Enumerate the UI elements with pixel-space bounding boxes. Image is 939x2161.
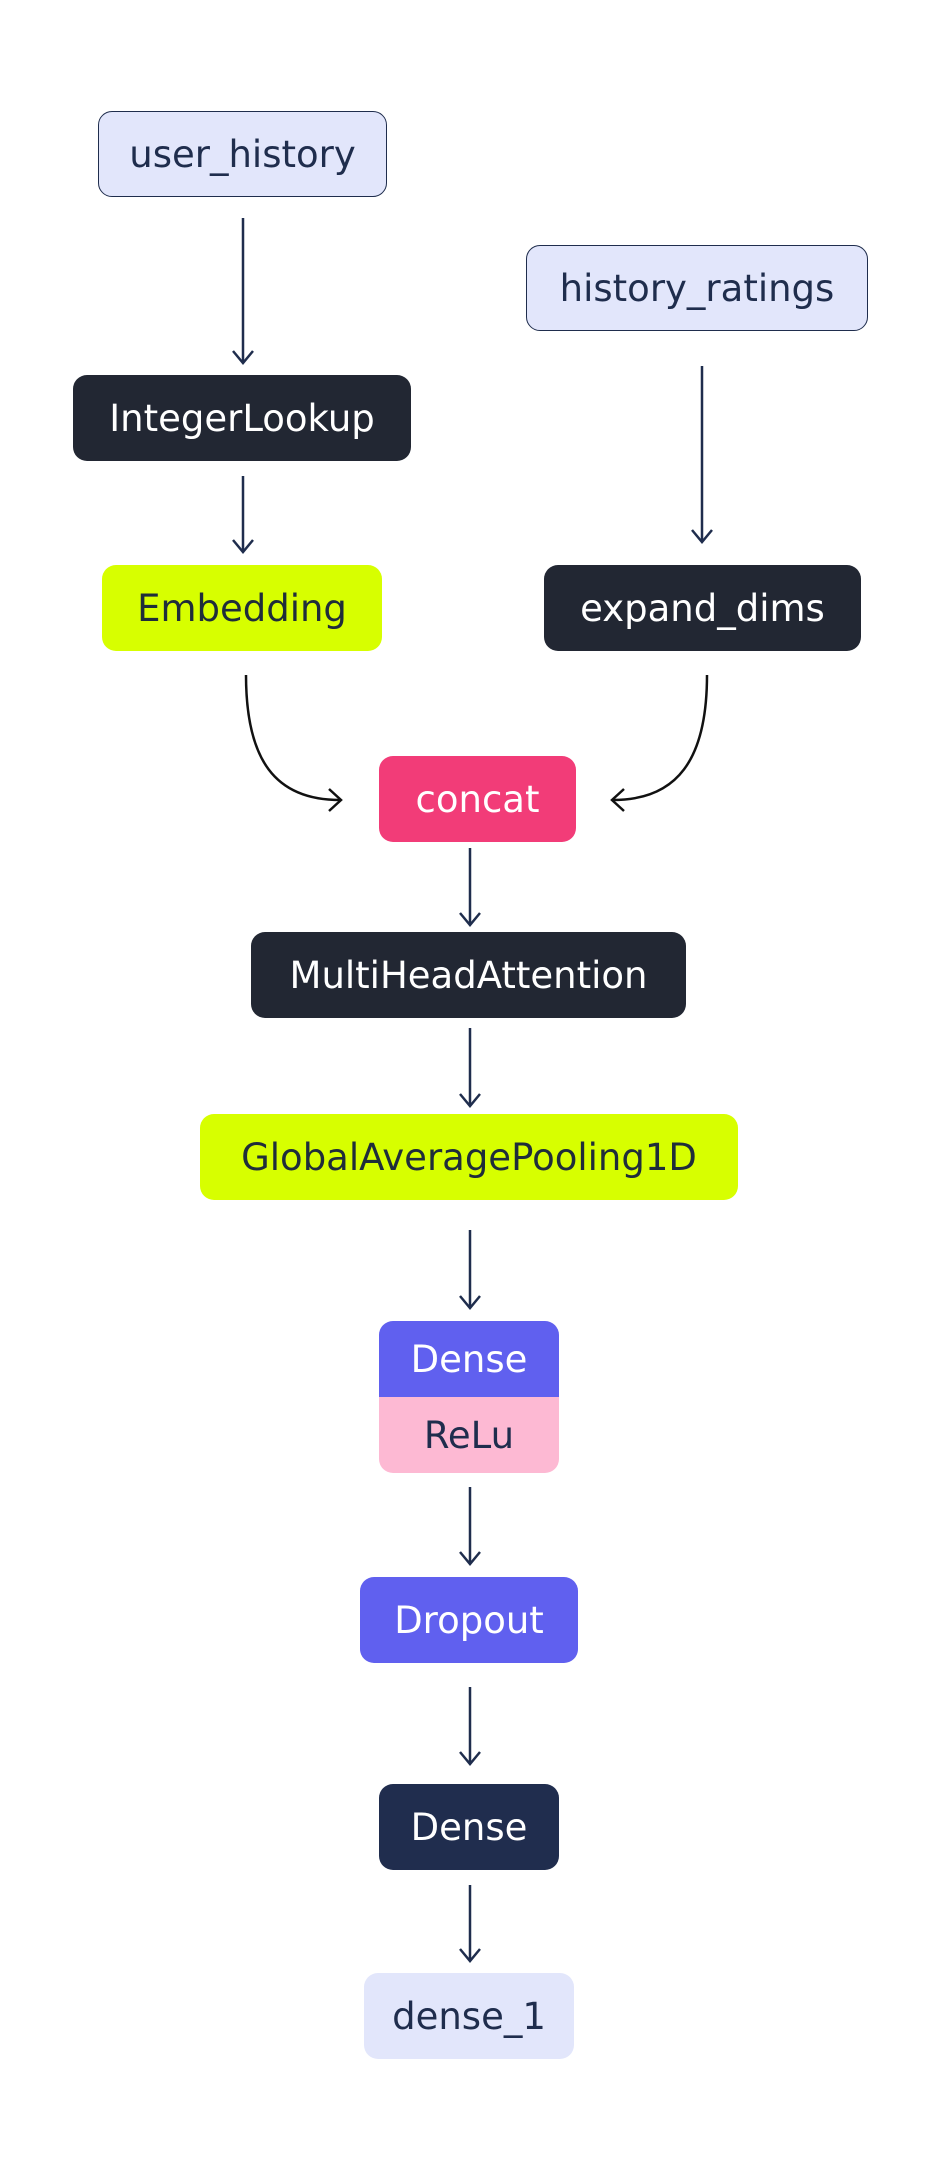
- edge-dense-to-dense-1: [459, 1885, 481, 1963]
- edge-integer-lookup-to-embedding: [232, 476, 254, 554]
- node-multi-head-attention: MultiHeadAttention: [251, 932, 686, 1018]
- edge-pooling-to-dense-relu: [459, 1230, 481, 1310]
- node-expand-dims: expand_dims: [544, 565, 861, 651]
- dense-layer-label: Dense: [379, 1321, 559, 1397]
- node-global-average-pooling-1d: GlobalAveragePooling1D: [200, 1114, 738, 1200]
- node-dense-relu: Dense ReLu: [379, 1321, 559, 1473]
- edge-attention-to-pooling: [459, 1028, 481, 1108]
- edge-embedding-to-concat: [244, 674, 343, 812]
- edge-user-history-to-integer-lookup: [232, 218, 254, 365]
- node-user-history: user_history: [98, 111, 387, 197]
- edge-history-ratings-to-expand-dims: [691, 366, 713, 544]
- node-embedding: Embedding: [102, 565, 382, 651]
- edge-dropout-to-dense: [459, 1687, 481, 1766]
- edge-concat-to-multi-head-attention: [459, 848, 481, 927]
- edge-dense-relu-to-dropout: [459, 1487, 481, 1566]
- edge-expand-dims-to-concat: [610, 674, 709, 812]
- node-history-ratings: history_ratings: [526, 245, 868, 331]
- node-concat: concat: [379, 756, 576, 842]
- node-dense-1: dense_1: [364, 1973, 574, 2059]
- node-dropout: Dropout: [360, 1577, 578, 1663]
- node-integer-lookup: IntegerLookup: [73, 375, 411, 461]
- relu-activation-label: ReLu: [379, 1397, 559, 1473]
- node-dense: Dense: [379, 1784, 559, 1870]
